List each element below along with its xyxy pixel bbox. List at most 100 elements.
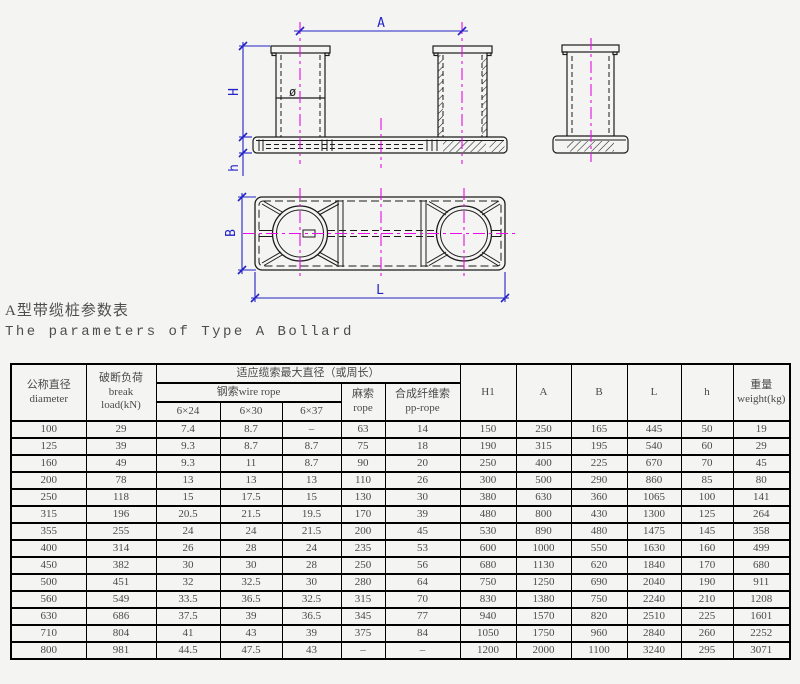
table-cell: 14: [384, 420, 461, 439]
table-header: 公称直径 diameter 破断负荷 break load(kN) 适应缆索最大…: [10, 363, 791, 422]
table-cell: 1601: [732, 607, 791, 626]
table-cell: 33.5: [155, 590, 221, 609]
table-cell: 290: [570, 471, 628, 490]
dim-label-a: A: [377, 16, 385, 31]
table-cell: 64: [384, 573, 461, 592]
header-hemp-en: rope: [353, 402, 373, 414]
header-diameter-en: diameter: [29, 392, 68, 405]
table-cell: 8.7: [219, 437, 283, 456]
table-cell: 1208: [732, 590, 791, 609]
table-cell: 480: [570, 522, 628, 541]
table-cell: 49: [85, 454, 157, 473]
table-cell: 315: [515, 437, 572, 456]
dimension-b: [237, 192, 256, 275]
front-view: [252, 45, 508, 154]
table-cell: 1750: [515, 624, 572, 643]
table-cell: 2240: [626, 590, 682, 609]
table-cell: 264: [732, 505, 791, 524]
table-cell: 2510: [626, 607, 682, 626]
table-cell: 200: [340, 522, 386, 541]
table-cell: 53: [384, 539, 461, 558]
table-cell: 315: [340, 590, 386, 609]
header-wire-rope: 钢索wire rope: [155, 382, 342, 403]
title-english: The parameters of Type A Bollard: [5, 324, 354, 340]
table-cell: 44.5: [155, 641, 221, 660]
table-cell: –: [340, 641, 386, 660]
table-cell: 540: [626, 437, 682, 456]
table-cell: 1000: [515, 539, 572, 558]
table-cell: 620: [570, 556, 628, 575]
table-cell: 85: [680, 471, 734, 490]
table-cell: 24: [219, 522, 283, 541]
table-cell: 18: [384, 437, 461, 456]
table-cell: 39: [384, 505, 461, 524]
table-cell: 2840: [626, 624, 682, 643]
header-hemp-rope: 麻索 rope: [340, 382, 386, 422]
header-l: L: [626, 363, 682, 422]
table-cell: 84: [384, 624, 461, 643]
table-cell: 15: [155, 488, 221, 507]
table-cell: 500: [515, 471, 572, 490]
table-cell: 280: [340, 573, 386, 592]
table-cell: 800: [10, 641, 87, 660]
title-chinese: A型带缆桩参数表: [5, 303, 129, 319]
plan-centerlines: [243, 188, 517, 280]
table-cell: 450: [10, 556, 87, 575]
dimension-h-upper-lower: [238, 41, 270, 176]
table-cell: 80: [732, 471, 791, 490]
table-cell: 2252: [732, 624, 791, 643]
table-cell: 295: [680, 641, 734, 660]
table-cell: 47.5: [219, 641, 283, 660]
table-cell: 690: [570, 573, 628, 592]
header-b: B: [570, 363, 628, 422]
table-cell: 100: [680, 488, 734, 507]
header-a: A: [515, 363, 572, 422]
table-cell: 60: [680, 437, 734, 456]
bollard-technical-drawing: ø A H h: [224, 16, 629, 303]
table-cell: 75: [340, 437, 386, 456]
table-cell: 36.5: [219, 590, 283, 609]
table-cell: 8.7: [281, 454, 342, 473]
table-cell: 21.5: [219, 505, 283, 524]
table-cell: 860: [626, 471, 682, 490]
table-cell: 100: [10, 420, 87, 439]
header-wire-630: 6×30: [219, 401, 283, 422]
table-cell: 1300: [626, 505, 682, 524]
table-cell: 911: [732, 573, 791, 592]
header-wire-637: 6×37: [281, 401, 342, 422]
table-cell: 3071: [732, 641, 791, 660]
table-cell: 29: [732, 437, 791, 456]
table-cell: 32: [155, 573, 221, 592]
table-cell: 32.5: [281, 590, 342, 609]
dim-label-b: B: [224, 229, 239, 237]
header-diameter-zh: 公称直径: [26, 378, 71, 391]
table-cell: 9.3: [155, 437, 221, 456]
table-cell: 28: [219, 539, 283, 558]
table-cell: 315: [10, 505, 87, 524]
table-cell: 8.7: [281, 437, 342, 456]
table-cell: 940: [459, 607, 517, 626]
table-cell: 499: [732, 539, 791, 558]
table-cell: 165: [570, 420, 628, 439]
table-cell: 1130: [515, 556, 572, 575]
table-cell: 2040: [626, 573, 682, 592]
table-cell: 195: [570, 437, 628, 456]
table-cell: 225: [570, 454, 628, 473]
header-diameter: 公称直径 diameter: [10, 363, 87, 422]
table-cell: 250: [459, 454, 517, 473]
table-cell: 600: [459, 539, 517, 558]
table-cell: 710: [10, 624, 87, 643]
table-cell: 77: [384, 607, 461, 626]
table-cell: 1250: [515, 573, 572, 592]
table-cell: –: [384, 641, 461, 660]
dim-label-h-upper: H: [227, 88, 242, 96]
table-cell: 160: [680, 539, 734, 558]
